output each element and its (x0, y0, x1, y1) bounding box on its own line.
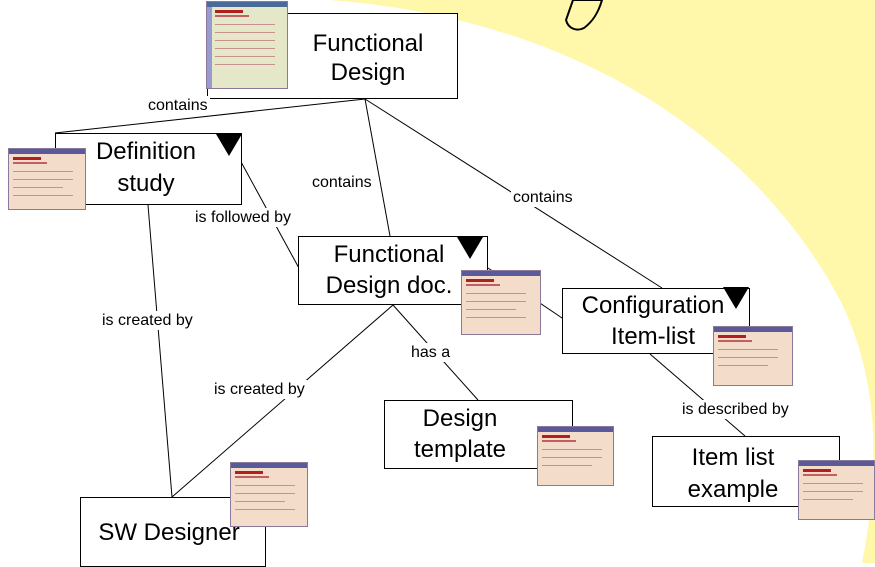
node-label-line1: Functional (312, 30, 424, 57)
dropdown-triangle-icon[interactable] (216, 134, 242, 156)
node-label-line1: Definition (95, 138, 197, 165)
relation-label-has-a: has a (409, 343, 453, 362)
relation-label-contains: contains (146, 96, 210, 115)
document-thumbnail-icon (713, 326, 793, 386)
node-definition-study[interactable]: Definition study (55, 133, 242, 205)
node-label-line2: example (687, 476, 779, 503)
node-label-line2: study (117, 170, 175, 197)
node-label-line1: Configuration (581, 292, 725, 319)
relation-label-is-created-by: is created by (212, 380, 307, 399)
relation-label-is-described-by: is described by (680, 400, 791, 419)
document-thumbnail-icon (798, 460, 875, 520)
dropdown-triangle-icon[interactable] (723, 287, 749, 309)
node-label-line1: Design (422, 405, 498, 432)
edge-config-example (649, 353, 746, 437)
document-thumbnail-icon (230, 462, 308, 527)
node-label-line2: template (413, 436, 507, 463)
relation-label-contains: contains (310, 173, 374, 192)
relation-label-is-followed-by: is followed by (193, 208, 294, 227)
document-thumbnail-icon (8, 148, 86, 210)
node-label-line1: SW Designer (98, 519, 240, 546)
edge-fd-doc (364, 98, 391, 237)
edge-doc-swdesigner (171, 304, 394, 498)
dropdown-triangle-icon[interactable] (457, 237, 483, 259)
node-sw-designer[interactable]: SW Designer (80, 497, 266, 567)
edge-definition-swdesigner (147, 204, 173, 498)
node-label-line1: Functional (333, 241, 445, 268)
node-label-line2: Item-list (611, 323, 695, 350)
document-thumbnail-icon (537, 426, 614, 486)
document-thumbnail-icon (206, 1, 288, 89)
node-functional-design-doc[interactable]: Functional Design doc. (298, 236, 488, 305)
node-functional-design[interactable]: Functional Design (206, 1, 458, 99)
node-label-line2: Design doc. (325, 272, 453, 299)
document-thumbnail-icon (461, 270, 541, 335)
node-label-line2: Design (330, 59, 406, 86)
node-label-line1: Item list (691, 444, 775, 471)
edge-fd-definition (54, 98, 366, 134)
relation-label-is-created-by: is created by (100, 311, 195, 330)
title-glyph-fragment (564, 0, 604, 31)
relation-label-contains: contains (511, 188, 575, 207)
